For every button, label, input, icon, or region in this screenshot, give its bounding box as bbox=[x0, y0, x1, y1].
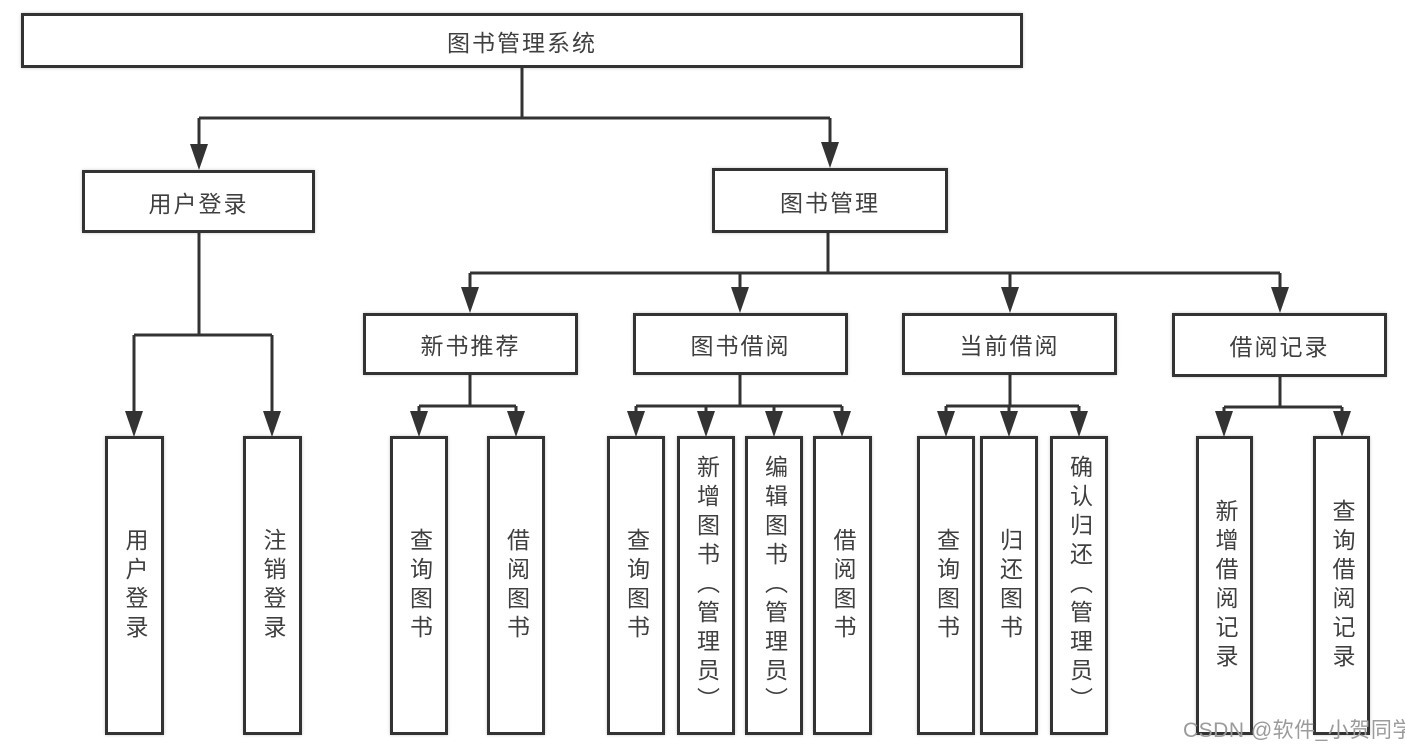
arrowhead-icon bbox=[833, 411, 851, 437]
node-leaf-edit-books-admin-label: 编辑图书（管理员） bbox=[761, 455, 788, 716]
node-current-borrow-label: 当前借阅 bbox=[959, 333, 1060, 359]
node-new-book-rec-label: 新书推荐 bbox=[420, 333, 521, 359]
connector-lines bbox=[132, 68, 1344, 413]
node-root: 图书管理系统 bbox=[21, 13, 1023, 68]
node-root-label: 图书管理系统 bbox=[447, 29, 597, 56]
arrowhead-icon bbox=[627, 411, 645, 437]
arrowhead-icon bbox=[190, 144, 208, 170]
arrowhead-icon bbox=[1271, 287, 1289, 313]
node-book-mgmt: 图书管理 bbox=[712, 168, 948, 233]
csdn-watermark: CSDN @软件_小贺同学 bbox=[1183, 719, 1405, 742]
node-user-login: 用户登录 bbox=[82, 170, 315, 233]
node-leaf-query-borrow-record: 查询借阅记录 bbox=[1313, 436, 1370, 735]
arrowhead-icon bbox=[410, 411, 428, 437]
arrowhead-icon bbox=[461, 287, 479, 313]
node-leaf-query-books-2-label: 查询图书 bbox=[623, 527, 650, 644]
node-leaf-confirm-return-admin-label: 确认归还（管理员） bbox=[1066, 455, 1093, 716]
node-leaf-logout-label: 注销登录 bbox=[260, 527, 286, 644]
node-leaf-edit-books-admin: 编辑图书（管理员） bbox=[745, 436, 803, 735]
node-leaf-logout: 注销登录 bbox=[243, 436, 302, 735]
connector-current-borrow-to-children bbox=[944, 375, 1081, 413]
arrowhead-icon bbox=[1070, 411, 1088, 437]
node-leaf-query-borrow-record-label: 查询借阅记录 bbox=[1329, 498, 1355, 673]
connector-new-book-rec-to-children bbox=[417, 375, 518, 413]
connector-book-borrow-to-children bbox=[634, 375, 844, 413]
connector-user-login-to-children bbox=[132, 233, 274, 413]
node-book-borrow: 图书借阅 bbox=[633, 313, 848, 375]
node-leaf-query-books-1: 查询图书 bbox=[390, 436, 448, 735]
arrowhead-icon bbox=[821, 142, 839, 168]
node-leaf-add-books-admin: 新增图书（管理员） bbox=[677, 436, 735, 735]
node-leaf-user-login: 用户登录 bbox=[105, 436, 164, 735]
node-book-mgmt-label: 图书管理 bbox=[780, 189, 880, 216]
arrowhead-icon bbox=[507, 411, 525, 437]
node-leaf-query-books-2: 查询图书 bbox=[607, 436, 665, 735]
node-leaf-add-borrow-record: 新增借阅记录 bbox=[1196, 436, 1253, 735]
node-leaf-confirm-return-admin: 确认归还（管理员） bbox=[1050, 436, 1108, 735]
node-leaf-borrow-books-1: 借阅图书 bbox=[487, 436, 545, 735]
arrowhead-icon bbox=[1215, 411, 1233, 437]
arrowhead-icon bbox=[1333, 411, 1351, 437]
arrowhead-icon bbox=[765, 411, 783, 437]
node-leaf-borrow-books-2-label: 借阅图书 bbox=[830, 527, 856, 644]
arrowhead-icon bbox=[697, 411, 715, 437]
arrowhead-icon bbox=[937, 411, 955, 437]
arrowhead-icon bbox=[731, 287, 749, 313]
node-leaf-query-books-3-label: 查询图书 bbox=[933, 527, 960, 644]
node-new-book-rec: 新书推荐 bbox=[363, 313, 578, 375]
node-leaf-add-borrow-record-label: 新增借阅记录 bbox=[1212, 498, 1238, 673]
arrowhead-icon bbox=[1001, 287, 1019, 313]
connector-borrow-records-to-children bbox=[1222, 377, 1344, 413]
node-borrow-records-label: 借阅记录 bbox=[1229, 334, 1330, 360]
arrowhead-icon bbox=[125, 411, 143, 437]
node-user-login-label: 用户登录 bbox=[148, 190, 249, 217]
node-current-borrow: 当前借阅 bbox=[902, 313, 1117, 375]
node-leaf-add-books-admin-label: 新增图书（管理员） bbox=[693, 455, 720, 716]
connector-arrowheads bbox=[125, 142, 1351, 437]
connector-book-mgmt-to-level3 bbox=[468, 233, 1282, 290]
node-leaf-user-login-label: 用户登录 bbox=[122, 527, 148, 644]
node-book-borrow-label: 图书借阅 bbox=[690, 333, 791, 359]
node-leaf-query-books-3: 查询图书 bbox=[917, 436, 975, 735]
arrowhead-icon bbox=[1000, 411, 1018, 437]
arrowhead-icon bbox=[263, 411, 281, 437]
node-leaf-borrow-books-1-label: 借阅图书 bbox=[503, 527, 530, 644]
node-leaf-borrow-books-2: 借阅图书 bbox=[813, 436, 872, 735]
connector-root-to-level2 bbox=[197, 68, 832, 148]
node-borrow-records: 借阅记录 bbox=[1172, 313, 1387, 377]
node-leaf-query-books-1-label: 查询图书 bbox=[406, 527, 433, 644]
node-leaf-return-books-label: 归还图书 bbox=[996, 527, 1023, 644]
node-leaf-return-books: 归还图书 bbox=[980, 436, 1038, 735]
